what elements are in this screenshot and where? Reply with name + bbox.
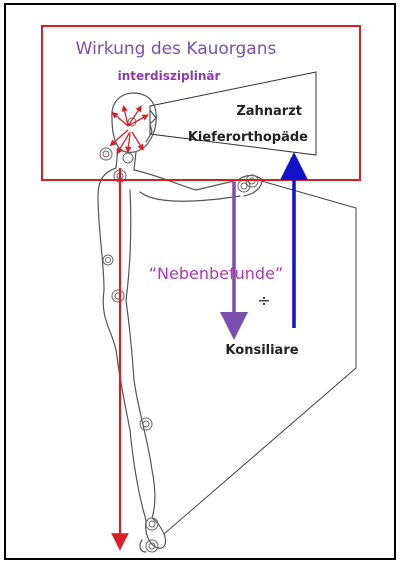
label-orthodontist: Kieferorthopäde xyxy=(188,130,308,145)
label-findings: “Nebenbefunde” xyxy=(149,264,283,283)
human-figure xyxy=(98,93,262,552)
diagram-title: Wirkung des Kauorgans xyxy=(76,39,277,59)
label-dentist: Zahnarzt xyxy=(236,104,302,119)
division-symbol: ÷ xyxy=(257,291,270,310)
subtitle-interdisciplinary: interdisziplinär xyxy=(118,69,221,83)
label-consultants: Konsiliare xyxy=(225,343,298,358)
